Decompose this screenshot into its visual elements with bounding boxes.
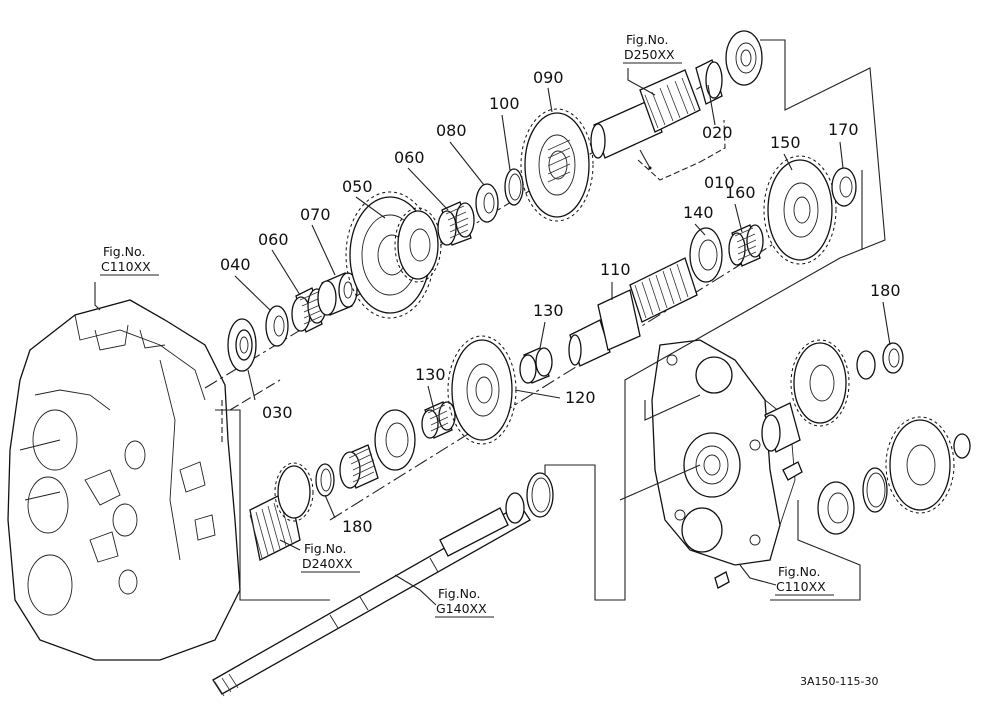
right-snap-ring-lower [862,433,971,513]
part-number-labels: 090 100 080 060 050 070 060 040 030 020 010 150 170 1… [220,68,901,536]
part-label-090: 090 [533,68,564,87]
fig-ref-d250xx: Fig.No.D250XX [623,32,682,64]
gear-120 [447,335,517,445]
part-label-120: 120 [565,388,596,407]
snap-ring-180-lower [315,463,335,497]
gear-050 [345,191,442,319]
part-label-010: 010 [704,173,735,192]
part-label-050: 050 [342,177,373,196]
right-bearing [761,402,801,453]
fig-ref-number: C110XX [776,579,826,594]
needle-bearing-060-upper [437,201,475,246]
fig-ref-title: Fig.No. [438,586,480,601]
collar-040 [265,305,289,347]
fig-ref-title: Fig.No. [103,244,145,259]
fig-ref-number: D250XX [624,47,675,62]
front-cover-housing [651,339,796,566]
bearing-middle [374,409,416,471]
snap-ring-100 [504,168,524,206]
gear-090 [520,108,594,222]
part-label-060: 060 [394,148,425,167]
fig-ref-d240xx: Fig.No.D240XX [301,541,360,573]
fig-ref-title: Fig.No. [778,564,820,579]
bearing-020 [725,30,763,86]
part-label-110: 110 [600,260,631,279]
fig-ref-number: D240XX [302,556,353,571]
part-label-130: 130 [415,365,446,384]
fig-ref-title: Fig.No. [626,32,668,47]
needle-bearing-160 [728,224,764,267]
part-label-060: 060 [258,230,289,249]
fig-ref-title: Fig.No. [304,541,346,556]
part-label-130: 130 [533,301,564,320]
collar-080 [475,183,499,223]
part-label-180: 180 [870,281,901,300]
pto-shaft [212,504,531,697]
part-label-020: 020 [702,123,733,142]
part-label-150: 150 [770,133,801,152]
right-gear-upper [790,339,850,427]
fig-ref-number: C110XX [101,259,151,274]
part-label-170: 170 [828,120,859,139]
right-gear-lower [885,416,955,514]
part-label-070: 070 [300,205,331,224]
right-collar-upper [856,342,904,380]
needle-bearing-130-upper [519,347,553,384]
countershaft-010 [590,59,723,159]
part-label-040: 040 [220,255,251,274]
part-label-140: 140 [683,203,714,222]
bearing-hub [339,444,379,489]
bearing-030 [227,318,257,372]
bolt [714,461,803,589]
bearing-140 [689,227,723,283]
gear-150 [763,155,837,265]
transmission-case [7,299,241,661]
main-shaft-110 [568,257,698,367]
input-gear [249,462,314,561]
collar-070 [317,272,358,316]
pto-snap-rings [505,472,554,524]
part-label-180: 180 [342,517,373,536]
needle-bearing-130-lower [421,401,456,439]
fig-ref-c110xx: Fig.No.C110XX [100,244,159,276]
right-bearing-lower [817,481,855,535]
fig-ref-g140xx: Fig.No.G140XX [435,586,494,618]
part-label-160: 160 [725,183,756,202]
collar-170 [831,167,857,207]
fig-ref-c110xx: Fig.No.C110XX [775,564,834,596]
part-label-100: 100 [489,94,520,113]
drawing-code: 3A150-115-30 [800,675,878,688]
figure-references: Fig.No.D250XXFig.No.C110XXFig.No.D240XXF… [100,32,834,618]
part-label-030: 030 [262,403,293,422]
fig-ref-number: G140XX [436,601,487,616]
leader-lines [94,39,891,606]
part-label-080: 080 [436,121,467,140]
